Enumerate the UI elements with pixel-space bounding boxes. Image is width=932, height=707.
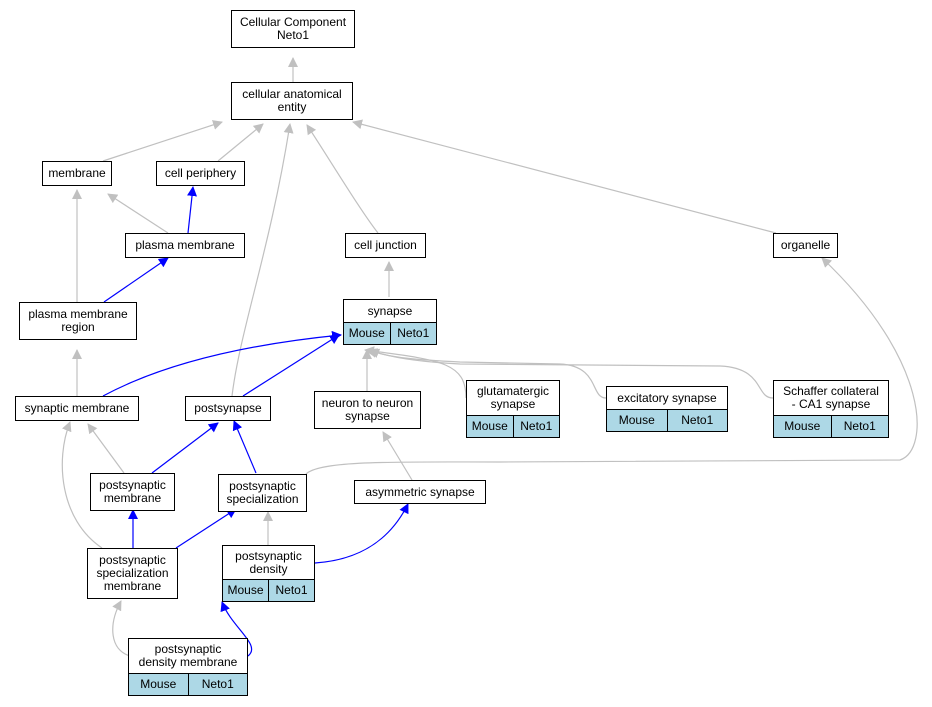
edge-isa	[305, 257, 918, 475]
node-label: excitatory synapse	[617, 390, 717, 405]
node-cell-junction[interactable]: cell junction	[345, 233, 426, 258]
annotation-row: Mouse Neto1	[774, 415, 888, 437]
species-cell: Mouse	[348, 326, 385, 340]
edge-isa	[107, 193, 169, 234]
node-label: neuron to neuron synapse	[321, 396, 414, 423]
node-label: postsynaptic density membrane	[138, 642, 238, 669]
node-label: synaptic membrane	[24, 401, 130, 415]
node-label: cell periphery	[164, 166, 237, 180]
edge-isa	[364, 346, 467, 399]
edge-partof	[151, 422, 219, 474]
node-neuron-to-neuron-synapse[interactable]: neuron to neuron synapse	[314, 391, 421, 429]
node-synapse[interactable]: synapse Mouse Neto1	[343, 299, 437, 345]
species-cell: Mouse	[784, 419, 821, 433]
node-label: postsynaptic specialization	[226, 479, 299, 506]
node-label: glutamatergic synapse	[476, 384, 550, 411]
edge-isa	[306, 124, 379, 234]
node-label: Schaffer collateral - CA1 synapse	[783, 384, 879, 411]
node-label: asymmetric synapse	[365, 484, 475, 499]
node-postsynaptic-density-membrane[interactable]: postsynaptic density membrane Mouse Neto…	[128, 638, 248, 696]
node-label: cellular anatomical entity	[242, 87, 342, 114]
edge-partof	[314, 503, 409, 564]
gene-cell: Neto1	[666, 410, 728, 431]
edge-partof	[187, 186, 197, 234]
node-asymmetric-synapse[interactable]: asymmetric synapse	[354, 480, 486, 504]
edge-partof	[220, 601, 253, 657]
edge-partof	[242, 334, 340, 397]
node-postsynaptic-density[interactable]: postsynaptic density Mouse Neto1	[222, 545, 315, 602]
node-postsynapse[interactable]: postsynapse	[185, 396, 271, 421]
node-membrane[interactable]: membrane	[42, 161, 112, 186]
node-synaptic-membrane[interactable]: synaptic membrane	[15, 396, 139, 421]
annotation-row: Mouse Neto1	[467, 415, 559, 437]
gene-cell: Neto1	[268, 580, 314, 601]
species-cell: Mouse	[618, 413, 655, 427]
edge-isa	[102, 120, 223, 162]
annotation-row: Mouse Neto1	[129, 673, 247, 695]
node-glutamatergic-synapse[interactable]: glutamatergic synapse Mouse Neto1	[466, 380, 560, 438]
node-label: membrane	[48, 166, 106, 180]
node-organelle[interactable]: organelle	[773, 233, 838, 258]
node-postsynaptic-specialization[interactable]: postsynaptic specialization	[218, 474, 307, 512]
edge-partof	[232, 420, 257, 474]
edge-isa	[382, 431, 413, 481]
edge-partof	[175, 508, 237, 549]
annotation-row: Mouse Neto1	[344, 322, 436, 344]
gene-cell: Neto1	[512, 416, 560, 437]
species-cell: Mouse	[227, 583, 264, 597]
edge-isa	[231, 123, 294, 397]
node-label: postsynaptic membrane	[99, 478, 166, 505]
node-schaffer-collateral-ca1-synapse[interactable]: Schaffer collateral - CA1 synapse Mouse …	[773, 380, 889, 438]
edge-isa	[352, 119, 777, 234]
edge-isa	[112, 600, 131, 657]
node-cell-periphery[interactable]: cell periphery	[156, 161, 245, 186]
node-label: cell junction	[354, 238, 417, 252]
node-plasma-membrane[interactable]: plasma membrane	[125, 233, 245, 258]
edge-isa	[217, 123, 264, 162]
edge-isa	[61, 421, 103, 549]
species-cell: Mouse	[140, 677, 177, 691]
node-plasma-membrane-region[interactable]: plasma membrane region	[19, 302, 137, 340]
annotation-row: Mouse Neto1	[223, 579, 314, 601]
edge-partof	[102, 330, 342, 397]
node-postsynaptic-specialization-membrane[interactable]: postsynaptic specialization membrane	[87, 548, 178, 599]
node-label: postsynaptic specialization membrane	[96, 553, 169, 593]
node-label: Cellular Component Neto1	[239, 15, 347, 42]
edge-isa	[369, 348, 774, 399]
node-label: plasma membrane region	[28, 307, 128, 334]
species-cell: Mouse	[471, 419, 508, 433]
edge-isa	[87, 423, 125, 474]
node-label: organelle	[780, 238, 831, 252]
node-excitatory-synapse[interactable]: excitatory synapse Mouse Neto1	[606, 386, 728, 432]
node-cellular-anatomical-entity[interactable]: cellular anatomical entity	[231, 82, 353, 120]
node-label: synapse	[367, 303, 413, 318]
gene-cell: Neto1	[187, 674, 248, 695]
node-label: plasma membrane	[135, 238, 235, 252]
gene-cell: Neto1	[830, 416, 889, 437]
annotation-row: Mouse Neto1	[607, 409, 727, 431]
node-label: postsynapse	[194, 401, 262, 415]
node-label: postsynaptic density	[235, 548, 302, 576]
node-postsynaptic-membrane[interactable]: postsynaptic membrane	[90, 473, 175, 511]
node-cellular-component-root[interactable]: Cellular Component Neto1	[231, 10, 355, 48]
gene-cell: Neto1	[389, 323, 437, 344]
edge-partof	[103, 257, 169, 303]
